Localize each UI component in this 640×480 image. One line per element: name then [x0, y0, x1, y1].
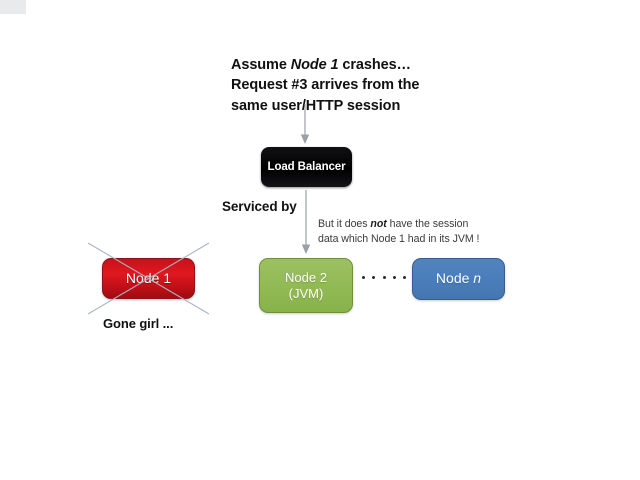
- node-2-box[interactable]: Node 2 (JVM): [259, 258, 353, 313]
- node-1-footnote: Gone girl ...: [103, 316, 174, 331]
- emphasis-text: Node 1: [290, 56, 339, 73]
- ellipsis-dot: [392, 275, 396, 279]
- load-balancer-label: Load Balancer: [267, 161, 346, 173]
- arrow-request-to-load-balancer: [300, 104, 310, 144]
- scenario-caption-text: Assume Node 1 crashes… Request #3 arrive…: [231, 56, 420, 114]
- node-2-label: Node 2 (JVM): [285, 269, 327, 301]
- session-data-note-text: But it does not have the session data wh…: [318, 217, 480, 246]
- scenario-caption: Assume Node 1 crashes… Request #3 arrive…: [231, 34, 491, 116]
- ellipsis-dot: [372, 275, 376, 279]
- arrow-load-balancer-to-node2: [301, 190, 311, 254]
- ellipsis-dot: [382, 275, 386, 279]
- node-ellipsis-icon: [362, 272, 406, 282]
- node-n-box[interactable]: Node n: [412, 258, 505, 300]
- session-data-note: But it does not have the session data wh…: [318, 201, 528, 248]
- scan-artifact: [0, 0, 26, 14]
- node-1-label: Node 1: [125, 269, 172, 286]
- emphasis-text: not: [370, 217, 387, 230]
- ellipsis-dot: [403, 275, 406, 279]
- node-n-label-prefix: Node: [435, 270, 474, 287]
- load-balancer-node[interactable]: Load Balancer: [261, 147, 352, 187]
- serviced-by-label: Serviced by: [222, 199, 297, 214]
- node-n-label-index: n: [473, 270, 482, 287]
- node-1-box[interactable]: Node 1: [102, 258, 195, 299]
- node-n-label: Node n: [436, 270, 481, 287]
- ellipsis-dot: [362, 275, 365, 279]
